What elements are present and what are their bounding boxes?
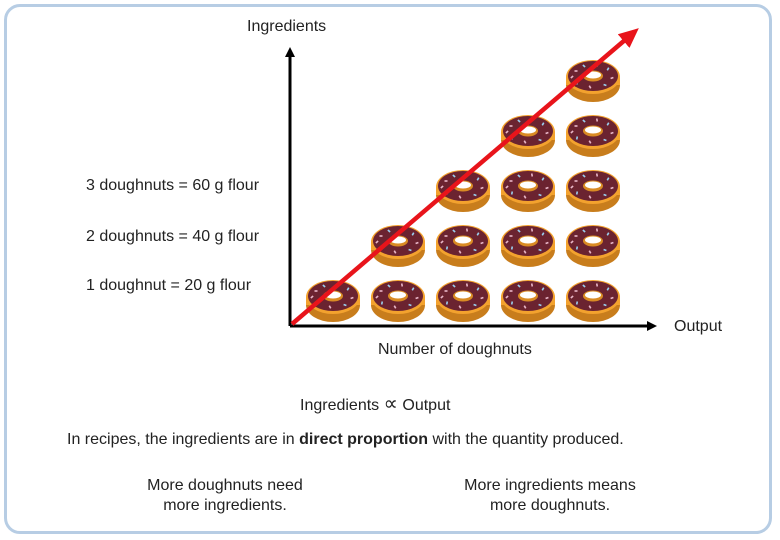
equation-one: 1 doughnut = 20 g flour — [86, 277, 252, 294]
doughnut-icon — [436, 170, 490, 212]
caption-right: More ingredients means more doughnuts. — [440, 477, 660, 515]
caption-right-line1: More ingredients means — [464, 477, 636, 494]
doughnut-icon — [566, 115, 620, 157]
x-axis-title: Number of doughnuts — [378, 341, 532, 358]
doughnut-icon — [501, 280, 555, 322]
y-axis-label: Ingredients — [247, 18, 327, 35]
equation-two: 2 doughnuts = 40 g flour — [86, 228, 260, 245]
x-axis-label: Output — [674, 318, 723, 335]
caption-left-line1: More doughnuts need — [147, 477, 303, 494]
proportion-statement: Ingredients ∝ Output — [300, 391, 450, 416]
equation-three: 3 doughnuts = 60 g flour — [86, 177, 260, 194]
sentence-end: with the quantity produced. — [428, 431, 624, 448]
doughnut-icon — [371, 280, 425, 322]
caption-right-line2: more doughnuts. — [489, 497, 611, 514]
doughnut-icon — [566, 60, 620, 102]
doughnut-icon — [501, 225, 555, 267]
caption-left: More doughnuts need more ingredients. — [120, 477, 330, 515]
doughnut-icon — [566, 280, 620, 322]
caption-left-line2: more ingredients. — [163, 497, 287, 514]
sentence-start: In recipes, the ingredients are in — [67, 431, 300, 448]
doughnut-icon — [436, 280, 490, 322]
direct-proportion-sentence: In recipes, the ingredients are in direc… — [67, 431, 624, 449]
proportion-left: Ingredients — [300, 397, 380, 414]
doughnut-icon — [566, 170, 620, 212]
proportion-symbol: ∝ — [383, 393, 398, 415]
doughnut-icon — [566, 225, 620, 267]
panel-frame — [4, 4, 772, 534]
doughnut-icon — [436, 225, 490, 267]
doughnut-icon — [501, 170, 555, 212]
proportion-right: Output — [402, 397, 451, 414]
sentence-emphasis: direct proportion — [299, 431, 429, 448]
doughnut-stack — [306, 60, 620, 322]
trend-arrow — [290, 28, 639, 326]
